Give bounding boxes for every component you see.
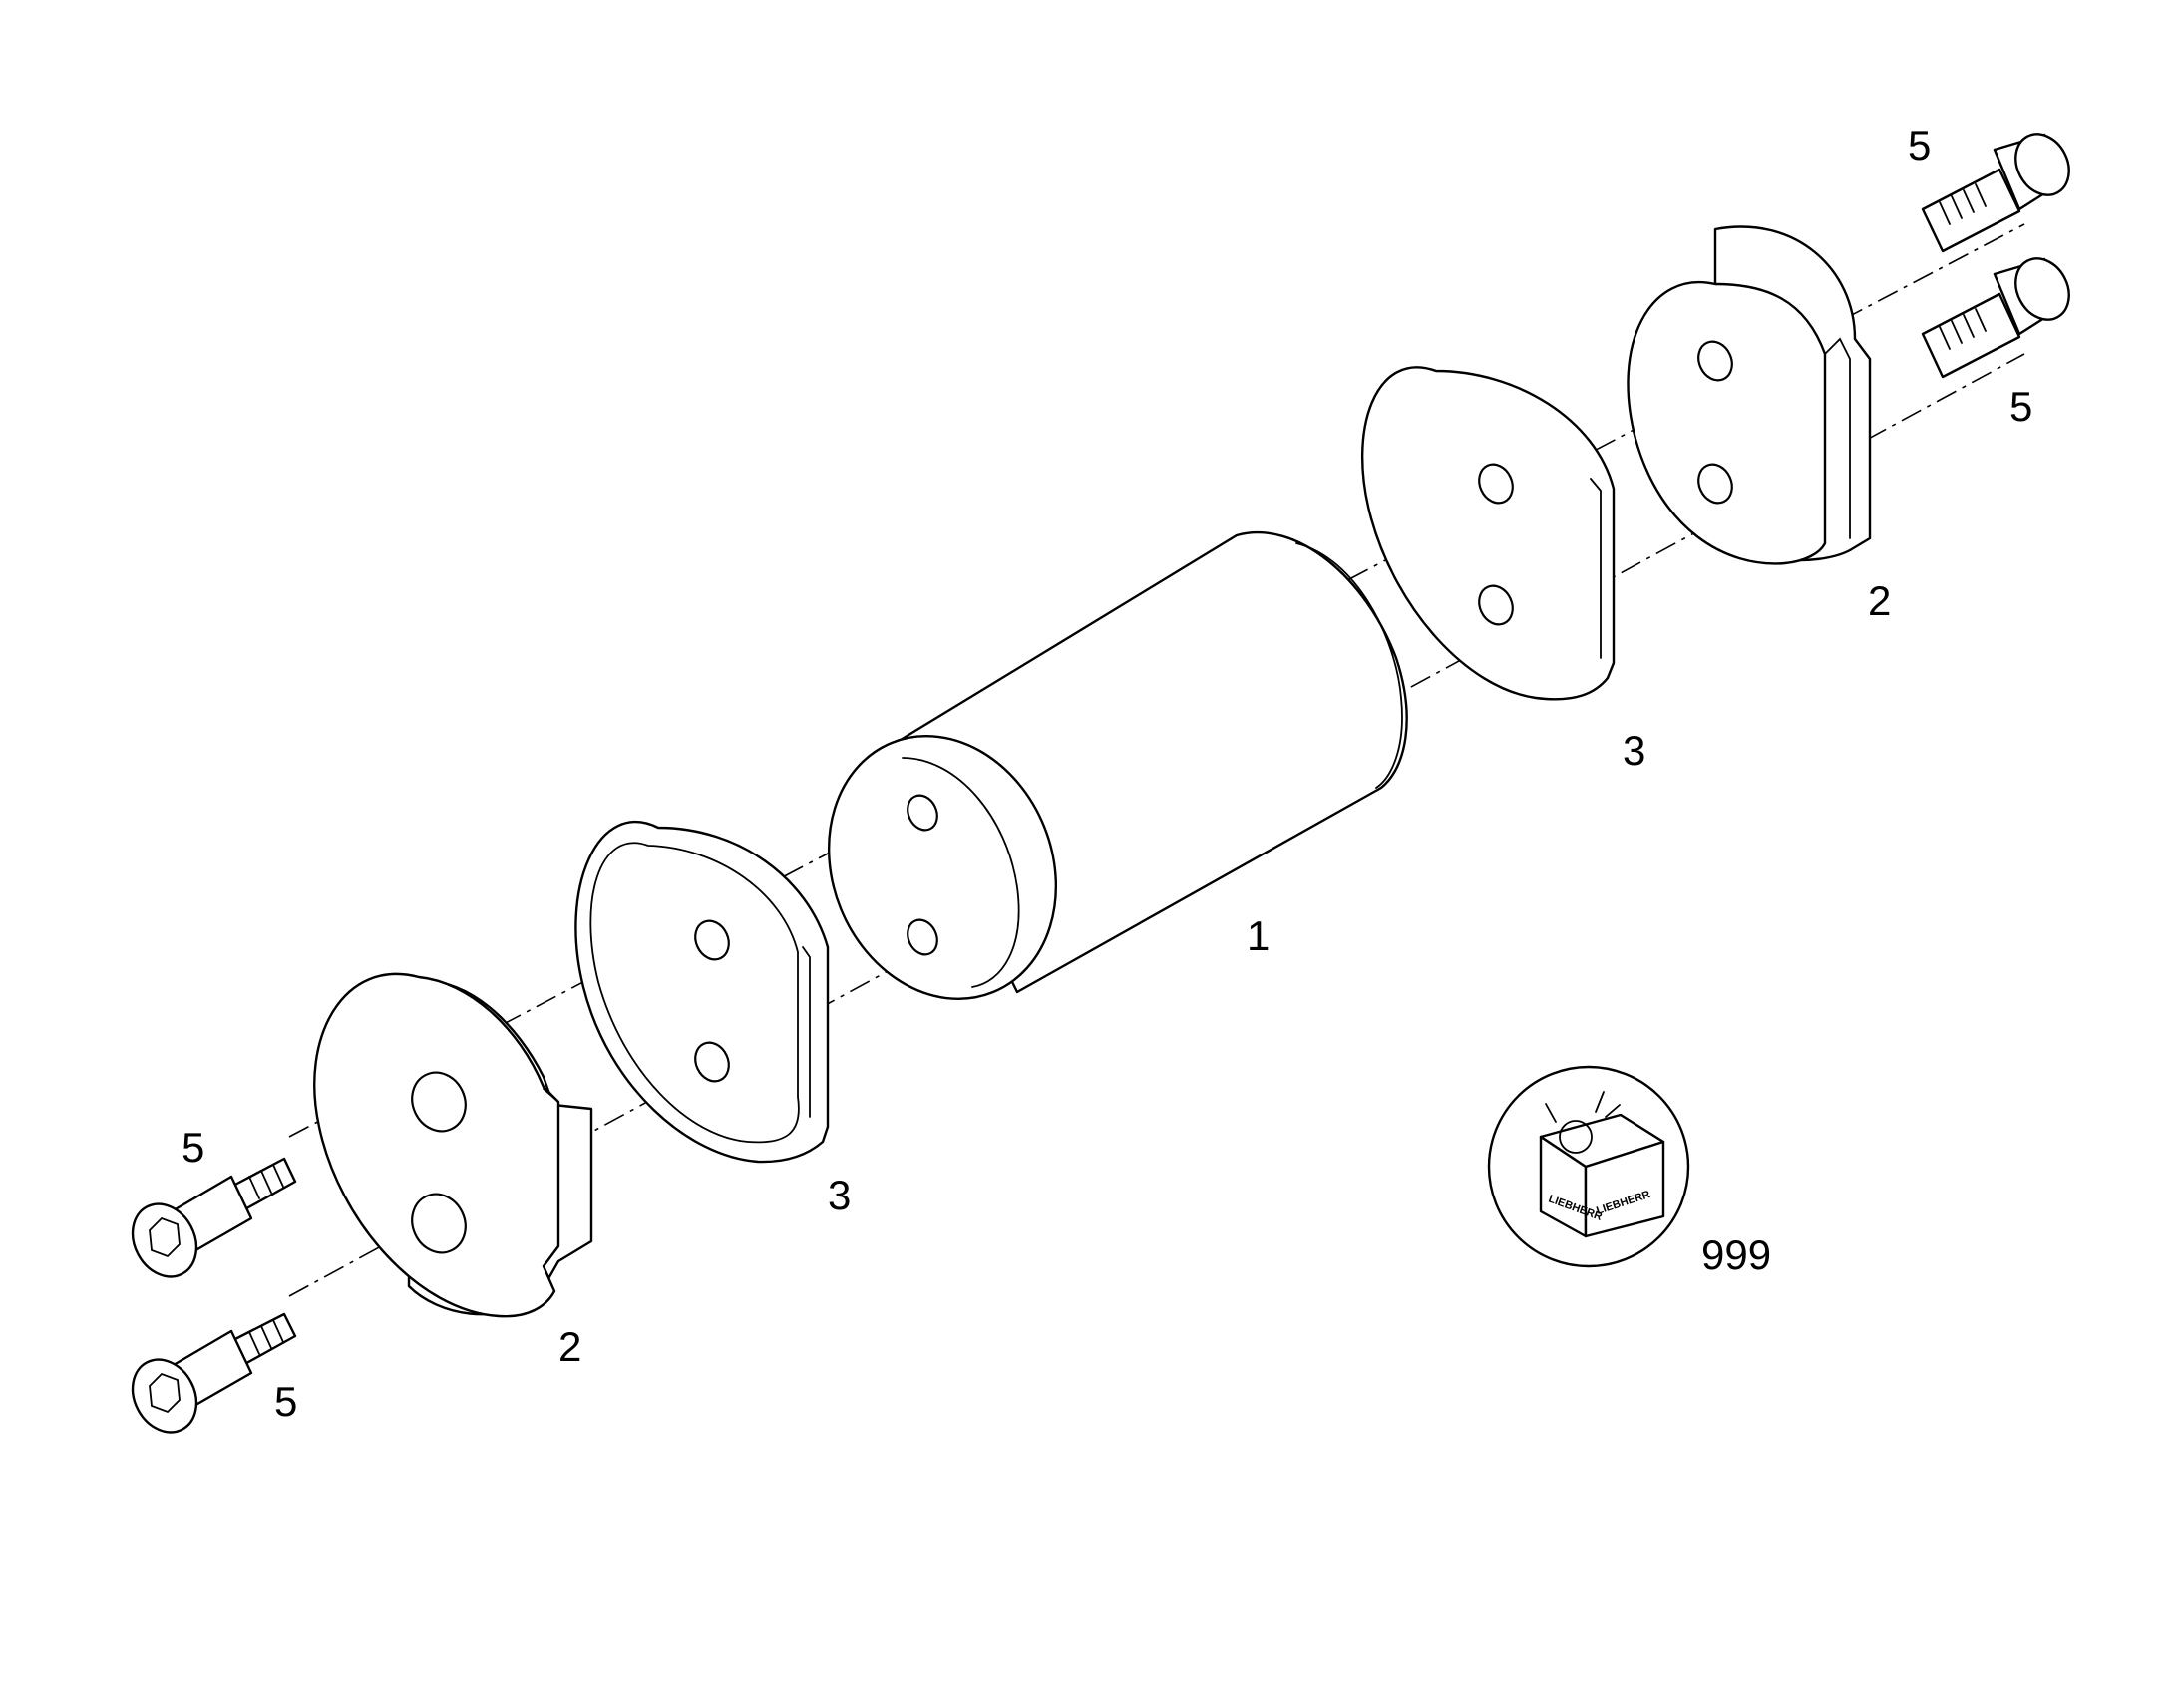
plate-left[interactable] — [574, 821, 830, 1164]
screw-top-right[interactable] — [1921, 125, 2079, 253]
flange-left[interactable] — [313, 972, 593, 1318]
flange-right[interactable] — [1627, 225, 1872, 565]
spare-parts-kit-icon: LIEBHERR LIEBHERR — [1487, 1065, 1690, 1268]
callout-flange-left: 2 — [558, 1323, 581, 1370]
screw-right[interactable] — [1921, 249, 2079, 379]
callout-cylinder: 1 — [1247, 912, 1270, 959]
screw-left-upper[interactable] — [121, 1157, 297, 1288]
callout-plate-left: 3 — [828, 1172, 851, 1218]
cylinder[interactable] — [790, 530, 1408, 1033]
callout-plate-right: 3 — [1623, 727, 1645, 774]
callout-screw-left-lower: 5 — [274, 1378, 297, 1425]
callout-screw-top-right: 5 — [1908, 122, 1931, 169]
callout-flange-right: 2 — [1868, 577, 1891, 624]
screw-left-lower[interactable] — [121, 1312, 297, 1444]
callout-screw-right: 5 — [2009, 383, 2032, 430]
plate-right[interactable] — [1360, 366, 1616, 701]
callout-kit: 999 — [1701, 1231, 1771, 1278]
callout-screw-left-upper: 5 — [182, 1124, 204, 1171]
